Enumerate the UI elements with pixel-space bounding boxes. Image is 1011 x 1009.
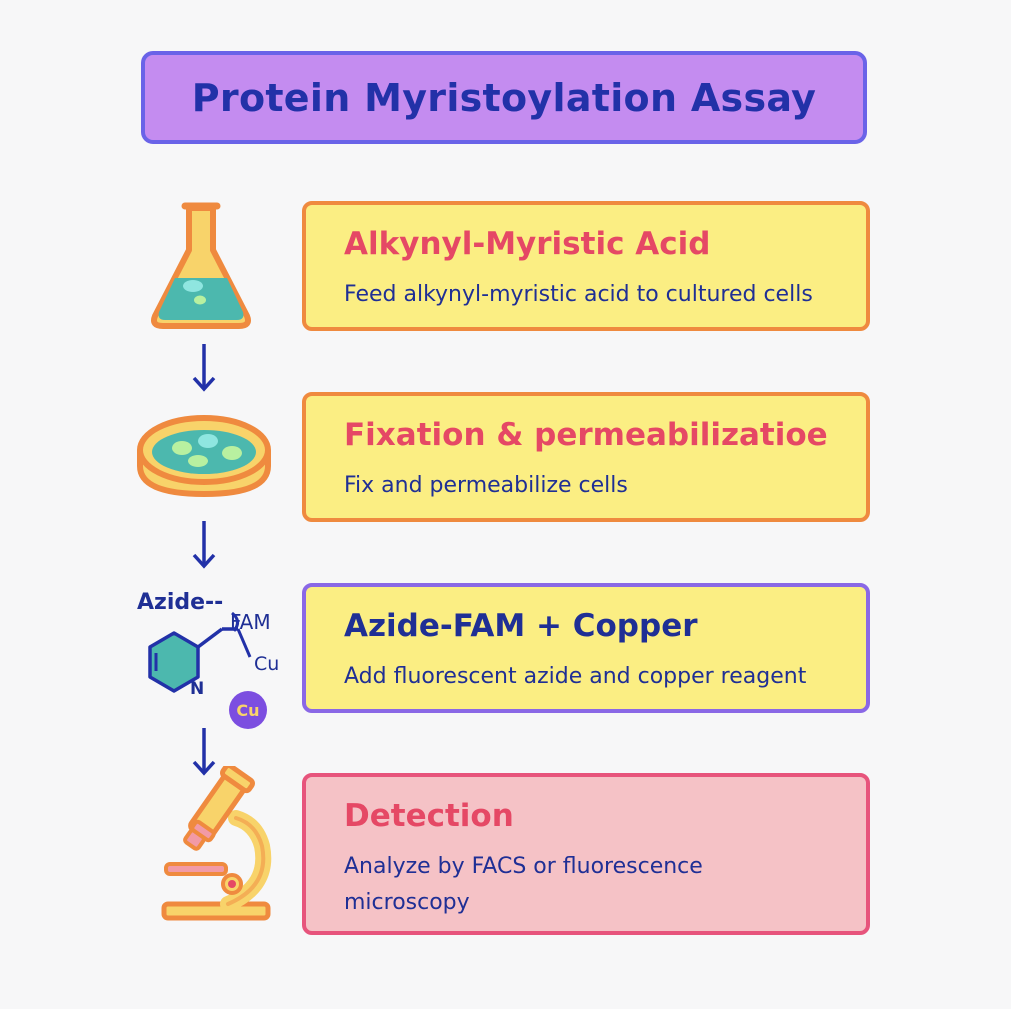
step-title: Fixation & permeabilizatioe <box>344 417 828 453</box>
page-title: Protein Myristoylation Assay <box>191 75 817 120</box>
step-title: Detection <box>344 798 514 834</box>
step-title: Alkynyl-Myristic Acid <box>344 226 711 262</box>
arrow-down-icon <box>192 344 216 392</box>
nitrogen-label: N <box>190 679 205 699</box>
step-description: Fix and permeabilize cells <box>344 473 628 498</box>
step-azide-fam-copper: Azide-FAM + Copper Add fluorescent azide… <box>302 583 870 713</box>
flask-icon <box>145 198 257 334</box>
step-description: Add fluorescent azide and copper reagent <box>344 664 807 689</box>
step-fixation-permeabilization: Fixation & permeabilizatioe Fix and perm… <box>302 392 870 522</box>
microscope-icon <box>158 763 274 924</box>
chemical-structure-icon: Azide-‐ FAM Cu N Cu <box>130 585 290 735</box>
arrow-down-icon <box>192 521 216 569</box>
step-alkynyl-myristic-acid: Alkynyl-Myristic Acid Feed alkynyl-myris… <box>302 201 870 331</box>
arrow-down-icon <box>192 728 216 776</box>
step-description: Analyze by FACS or fluorescence microsco… <box>344 854 703 915</box>
step-description: Feed alkynyl-myristic acid to cultured c… <box>344 282 813 307</box>
copper-badge-label: Cu <box>236 700 260 720</box>
cu-label: Cu <box>254 653 280 675</box>
azide-label: Azide-‐ <box>137 590 224 615</box>
title-banner: Protein Myristoylation Assay <box>141 51 867 144</box>
step-detection: Detection Analyze by FACS or fluorescenc… <box>302 773 870 935</box>
petri-dish-icon <box>134 408 274 500</box>
step-title: Azide-FAM + Copper <box>344 608 698 644</box>
copper-badge: Cu <box>229 691 267 729</box>
